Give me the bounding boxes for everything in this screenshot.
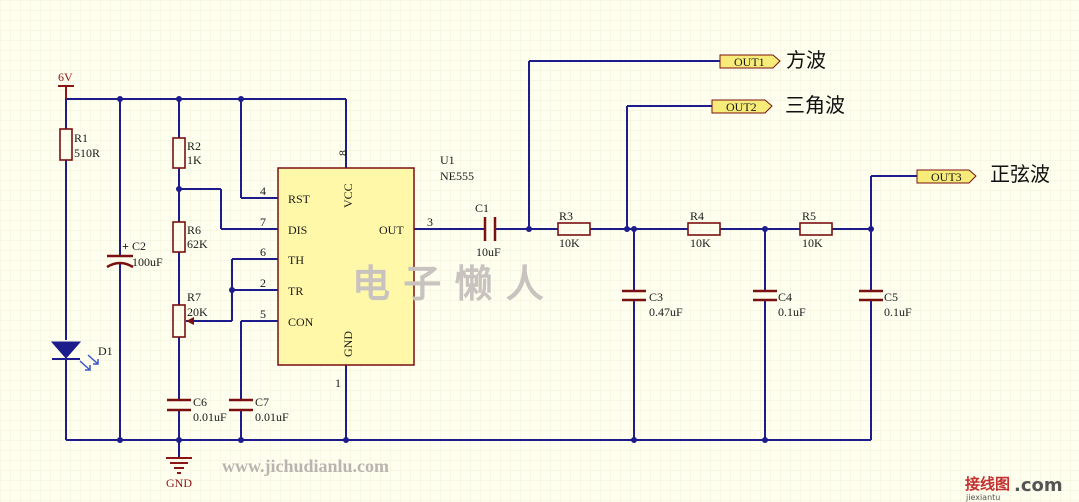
led-d1: D1 (50, 341, 113, 371)
resistor-r4: R4 10K (687, 209, 721, 250)
ground-symbol: GND (166, 457, 192, 490)
svg-text:OUT2: OUT2 (726, 100, 757, 114)
output-desc-2: 三角波 (785, 93, 845, 117)
svg-text:100uF: 100uF (132, 255, 163, 269)
svg-text:3: 3 (427, 215, 433, 229)
resistor-r5: R5 10K (799, 209, 833, 250)
svg-text:NE555: NE555 (440, 169, 474, 183)
pin-gnd-name: GND (341, 331, 355, 357)
svg-text:R6: R6 (187, 223, 201, 237)
pin-vcc-name: VCC (341, 183, 355, 208)
svg-text:GND: GND (166, 476, 192, 490)
svg-text:10K: 10K (802, 236, 823, 250)
svg-text:510R: 510R (74, 146, 100, 160)
resistor-r2: R2 1K (172, 137, 202, 169)
svg-text:8: 8 (336, 150, 350, 156)
pin-rst-name: RST (288, 192, 311, 206)
center-watermark: 电 子 懒 人 (352, 262, 544, 306)
svg-text:1K: 1K (187, 153, 202, 167)
output-port-out1: OUT1 方波 (719, 48, 826, 72)
capacitor-c4: C4 0.1uF (753, 289, 806, 319)
svg-text:+: + (122, 239, 129, 253)
supply-label: 6V (58, 70, 73, 84)
svg-text:R1: R1 (74, 131, 88, 145)
ic-ne555: U1 NE555 RST DIS TH TR CON OUT VCC GND 4… (260, 150, 474, 390)
svg-text:0.01uF: 0.01uF (255, 410, 289, 424)
svg-text:7: 7 (260, 215, 266, 229)
svg-text:6: 6 (260, 245, 266, 259)
wires (65, 60, 917, 458)
output-desc-1: 方波 (786, 48, 826, 72)
capacitor-c1: C1 10uF (475, 201, 501, 259)
svg-text:2: 2 (260, 276, 266, 290)
capacitor-c3: C3 0.47uF (622, 289, 683, 319)
svg-text:20K: 20K (187, 305, 208, 319)
svg-text:10K: 10K (690, 236, 711, 250)
svg-text:R5: R5 (802, 209, 816, 223)
svg-text:10K: 10K (559, 236, 580, 250)
pin-th-name: TH (288, 253, 304, 267)
svg-text:C7: C7 (255, 395, 269, 409)
svg-text:62K: 62K (187, 237, 208, 251)
svg-text:0.1uF: 0.1uF (778, 305, 806, 319)
corner-logo-text: 接线图 (965, 475, 1010, 493)
svg-text:C4: C4 (778, 290, 792, 304)
svg-text:C1: C1 (475, 201, 489, 215)
svg-text:OUT1: OUT1 (734, 55, 765, 69)
svg-text:R4: R4 (690, 209, 704, 223)
pin-con-name: CON (288, 315, 314, 329)
svg-text:U1: U1 (440, 153, 455, 167)
capacitor-c6: C6 0.01uF (167, 395, 227, 424)
svg-text:D1: D1 (98, 344, 113, 358)
light-arrows-icon (79, 354, 99, 371)
corner-logo-com: .com (1014, 475, 1063, 496)
capacitor-c7: C7 0.01uF (229, 395, 289, 424)
output-port-out3: OUT3 正弦波 (916, 162, 1050, 186)
svg-text:C6: C6 (193, 395, 207, 409)
svg-text:4: 4 (260, 184, 266, 198)
corner-logo: 接线图 .com jiexiantu (965, 475, 1063, 502)
svg-text:C5: C5 (884, 290, 898, 304)
svg-text:0.47uF: 0.47uF (649, 305, 683, 319)
svg-text:C2: C2 (132, 239, 146, 253)
svg-text:0.1uF: 0.1uF (884, 305, 912, 319)
junctions (117, 96, 874, 443)
svg-text:C3: C3 (649, 290, 663, 304)
capacitor-c5: C5 0.1uF (859, 289, 912, 319)
resistor-r6: R6 62K (172, 221, 208, 253)
pin-tr-name: TR (288, 284, 303, 298)
svg-text:10uF: 10uF (476, 245, 501, 259)
supply-6v: 6V (58, 70, 74, 99)
output-port-out2: OUT2 三角波 (711, 93, 845, 117)
potentiometer-r7: R7 20K (172, 290, 208, 338)
url-watermark: www.jichudianlu.com (222, 456, 389, 476)
capacitor-c2: + C2 100uF (106, 239, 163, 269)
resistor-r3: R3 10K (557, 209, 591, 250)
svg-text:0.01uF: 0.01uF (193, 410, 227, 424)
svg-text:R2: R2 (187, 139, 201, 153)
svg-text:R7: R7 (187, 290, 201, 304)
svg-text:1: 1 (335, 376, 341, 390)
pin-dis-name: DIS (288, 223, 307, 237)
pin-out-name: OUT (379, 223, 404, 237)
svg-text:5: 5 (260, 307, 266, 321)
output-desc-3: 正弦波 (990, 162, 1050, 186)
corner-logo-sub: jiexiantu (965, 493, 1000, 502)
resistor-r1: R1 510R (59, 128, 100, 161)
svg-text:R3: R3 (559, 209, 573, 223)
svg-text:OUT3: OUT3 (931, 170, 962, 184)
